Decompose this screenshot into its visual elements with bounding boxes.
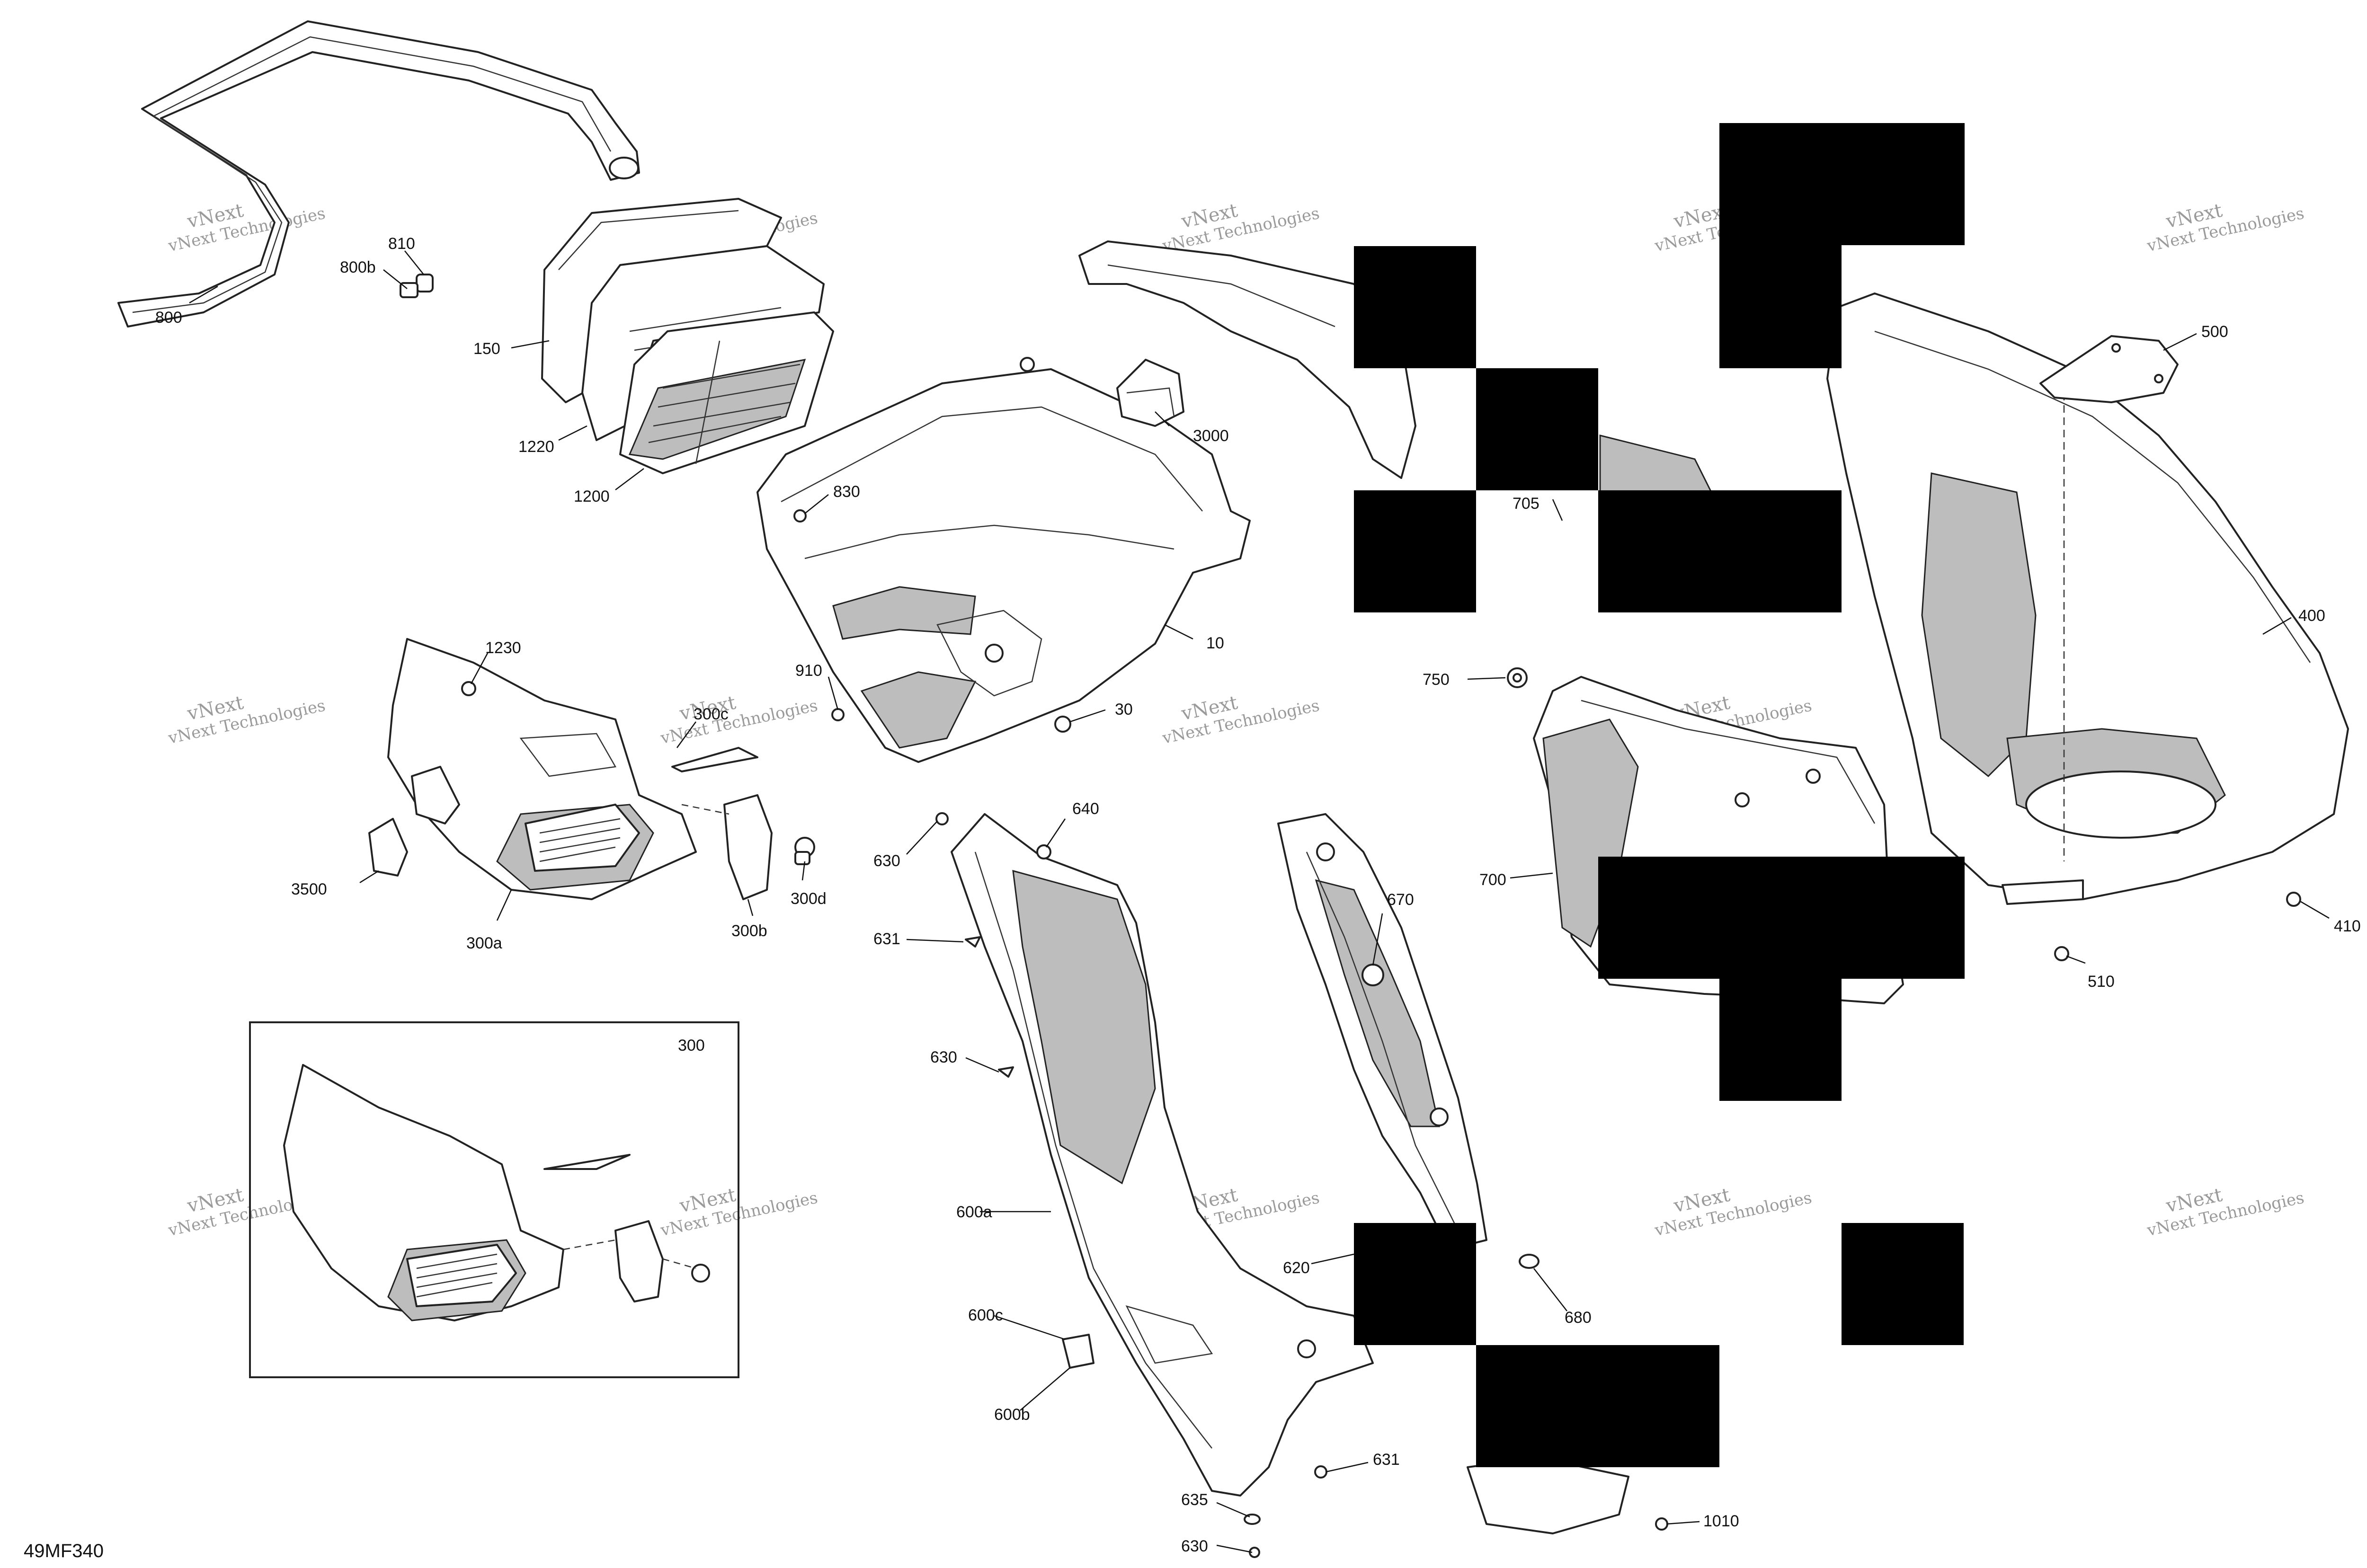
redaction-block bbox=[1476, 368, 1598, 490]
part-label-631: 631 bbox=[1373, 1451, 1400, 1469]
lower-fairing-300a-part bbox=[387, 638, 697, 900]
screw-910-part bbox=[831, 708, 845, 721]
grille-mesh-1200-part bbox=[619, 311, 834, 474]
part-label-300d: 300d bbox=[791, 890, 827, 908]
part-label-635: 635 bbox=[1181, 1491, 1208, 1509]
part-label-910: 910 bbox=[795, 662, 822, 680]
part-label-630: 630 bbox=[873, 852, 900, 870]
part-label-640: 640 bbox=[1072, 800, 1099, 818]
watermark: vNext vNext Technologies bbox=[658, 1184, 819, 1240]
redaction-blocks bbox=[1354, 123, 1965, 1467]
side-panel-620-part bbox=[1277, 813, 1487, 1250]
part-label-150: 150 bbox=[473, 340, 500, 358]
screw-830-part bbox=[793, 509, 807, 523]
part-label-700: 700 bbox=[1479, 871, 1506, 889]
part-label-1200: 1200 bbox=[574, 487, 610, 505]
part-label-500: 500 bbox=[2201, 323, 2228, 341]
part-label-630: 630 bbox=[1181, 1537, 1208, 1555]
nut-410-part bbox=[2286, 892, 2301, 907]
watermark: vNext vNext Technologies bbox=[166, 200, 327, 256]
redaction-block bbox=[1354, 246, 1476, 368]
part-label-600b: 600b bbox=[994, 1406, 1030, 1424]
redaction-block bbox=[1354, 490, 1476, 612]
screw-1230-part bbox=[461, 681, 476, 696]
part-label-630: 630 bbox=[930, 1048, 957, 1066]
part-label-10: 10 bbox=[1206, 634, 1224, 652]
foot-panel-1010-part bbox=[1467, 1457, 1668, 1534]
part-label-810: 810 bbox=[388, 235, 415, 253]
part-label-400: 400 bbox=[2298, 607, 2325, 625]
part-label-800: 800 bbox=[155, 309, 182, 327]
part-label-300b: 300b bbox=[731, 922, 767, 940]
nut-30-part bbox=[1054, 716, 1071, 733]
reflector-600c-part bbox=[1062, 1334, 1095, 1369]
watermark: vNext vNext Technologies bbox=[2145, 1184, 2306, 1240]
watermark: vNext vNext Technologies bbox=[2145, 200, 2306, 256]
part-label-631: 631 bbox=[873, 930, 900, 948]
diagram-code: 49MF340 bbox=[24, 1541, 104, 1561]
leader-lines bbox=[189, 250, 2330, 1553]
watermark: vNext vNext Technologies bbox=[1160, 200, 1321, 256]
bumper-bar-part bbox=[117, 20, 640, 328]
part-label-1230: 1230 bbox=[485, 639, 521, 657]
watermark: vNext vNext Technologies bbox=[1653, 1184, 1814, 1240]
washer-680-part bbox=[1519, 1254, 1539, 1269]
part-label-750: 750 bbox=[1423, 671, 1450, 689]
screw-630-part bbox=[935, 812, 1014, 1078]
part-label-680: 680 bbox=[1565, 1309, 1592, 1327]
watermark: vNext vNext Technologies bbox=[658, 692, 819, 748]
part-label-300: 300 bbox=[678, 1036, 705, 1054]
part-labels: 800 800b 810 150 1220 1200 830 10 3000 7… bbox=[24, 235, 2361, 1561]
part-label-600c: 600c bbox=[968, 1306, 1003, 1324]
part-label-3500: 3500 bbox=[291, 880, 327, 898]
trim-300c-part bbox=[671, 747, 758, 772]
redaction-block bbox=[1598, 490, 1842, 612]
part-label-620: 620 bbox=[1283, 1259, 1310, 1277]
part-label-705: 705 bbox=[1513, 495, 1539, 513]
part-label-830: 830 bbox=[833, 483, 860, 501]
redaction-block bbox=[1719, 123, 1965, 245]
part-label-1220: 1220 bbox=[518, 438, 554, 456]
part-label-600a: 600a bbox=[956, 1203, 992, 1221]
redaction-block bbox=[1476, 1345, 1719, 1467]
bracket-3000-part bbox=[1116, 359, 1184, 427]
redaction-block bbox=[1354, 1223, 1476, 1345]
redaction-block bbox=[1842, 1223, 1964, 1345]
part-label-410: 410 bbox=[2334, 917, 2361, 935]
watermark: vNext vNext Technologies bbox=[166, 692, 327, 748]
watermark: vNext vNext Technologies bbox=[1160, 692, 1321, 748]
redaction-block bbox=[1719, 245, 1842, 368]
screw-631-part bbox=[1314, 1465, 1327, 1479]
side-panel-600a-part bbox=[951, 813, 1374, 1497]
part-label-1010: 1010 bbox=[1703, 1512, 1739, 1530]
bolt-810-part bbox=[400, 274, 434, 298]
part-label-30: 30 bbox=[1115, 700, 1133, 718]
grommet-750-part bbox=[1507, 667, 1528, 688]
screw-510-part bbox=[2054, 946, 2069, 961]
panel-300b-part bbox=[681, 794, 773, 900]
part-label-3000: 3000 bbox=[1193, 427, 1229, 445]
part-label-800b: 800b bbox=[340, 258, 376, 276]
reflector-3500-part bbox=[368, 818, 408, 877]
front-body-10-part bbox=[756, 357, 1251, 763]
assembly-300-inset bbox=[249, 1021, 739, 1378]
cover-500-part bbox=[2039, 335, 2179, 403]
redaction-block bbox=[1598, 857, 1965, 979]
part-label-510: 510 bbox=[2088, 973, 2115, 991]
clip-300d-part bbox=[794, 837, 815, 865]
part-label-670: 670 bbox=[1387, 891, 1414, 909]
redaction-block bbox=[1719, 979, 1842, 1101]
part-label-300c: 300c bbox=[694, 705, 729, 723]
part-label-300a: 300a bbox=[466, 934, 502, 952]
screw-640-part bbox=[1036, 844, 1051, 859]
